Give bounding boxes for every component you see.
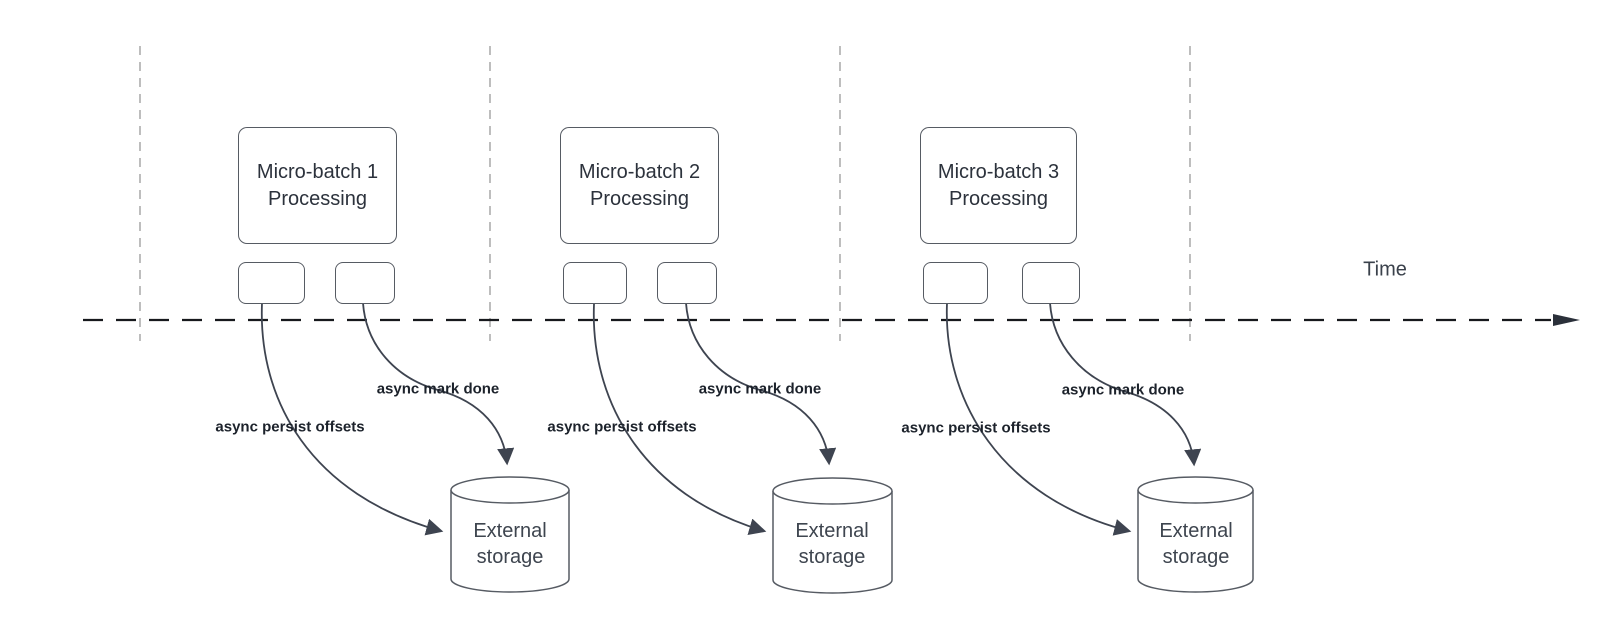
timeline-arrowhead-icon (1553, 314, 1580, 326)
mark-done-arrow-2 (685, 302, 837, 466)
persist-offsets-arrow-3 (945, 302, 1132, 536)
persist-offsets-arrow-1 (260, 302, 444, 536)
offset-task-box-3 (923, 262, 988, 304)
external-storage-label-3-line2: storage (1162, 546, 1230, 568)
micro-batch-1-title-line2: Processing (268, 187, 367, 210)
micro-batch-2-title-line1: Micro-batch 2 (578, 160, 701, 183)
persist-offsets-label-2: async persist offsets (547, 418, 697, 436)
offset-task-box-1 (238, 262, 305, 304)
persist-offsets-label-1: async persist offsets (215, 418, 365, 436)
micro-batch-2-processing-box: Micro-batch 2 Processing (560, 127, 719, 244)
external-storage-label-2-line2: storage (798, 546, 866, 568)
micro-batch-3-title-line1: Micro-batch 3 (937, 160, 1060, 183)
micro-batch-1-processing-box: Micro-batch 1 Processing (238, 127, 397, 244)
mark-done-label-3: async mark done (1061, 381, 1185, 399)
mark-done-label-1: async mark done (376, 380, 500, 398)
mark-done-arrow-3 (1049, 302, 1202, 467)
external-storage-label-3: External storage (1159, 518, 1232, 570)
mark-done-arrow-1 (362, 302, 515, 466)
persist-offsets-arrow-2 (592, 303, 767, 536)
mark-task-box-2 (657, 262, 717, 304)
external-storage-label-1-line2: storage (476, 546, 544, 568)
micro-batch-3-processing-box: Micro-batch 3 Processing (920, 127, 1077, 244)
external-storage-label-2-line1: External (795, 520, 869, 542)
external-storage-label-1-line1: External (473, 520, 547, 542)
external-storage-label-3-line1: External (1159, 520, 1233, 542)
micro-batch-3-title-line2: Processing (949, 187, 1048, 210)
micro-batch-2-title-line2: Processing (590, 187, 689, 210)
storage-cylinder-3 (1137, 476, 1254, 593)
external-storage-label-1: External storage (473, 518, 546, 570)
mark-task-box-3 (1022, 262, 1080, 304)
micro-batch-1-title-line1: Micro-batch 1 (256, 160, 379, 183)
external-storage-label-2: External storage (795, 518, 868, 570)
mark-task-box-1 (335, 262, 395, 304)
storage-cylinder-1 (450, 476, 570, 593)
offset-task-box-2 (563, 262, 627, 304)
storage-cylinder-2 (772, 477, 893, 594)
mark-done-label-2: async mark done (698, 380, 822, 398)
time-axis-label: Time (1363, 258, 1407, 281)
persist-offsets-label-3: async persist offsets (901, 419, 1051, 437)
